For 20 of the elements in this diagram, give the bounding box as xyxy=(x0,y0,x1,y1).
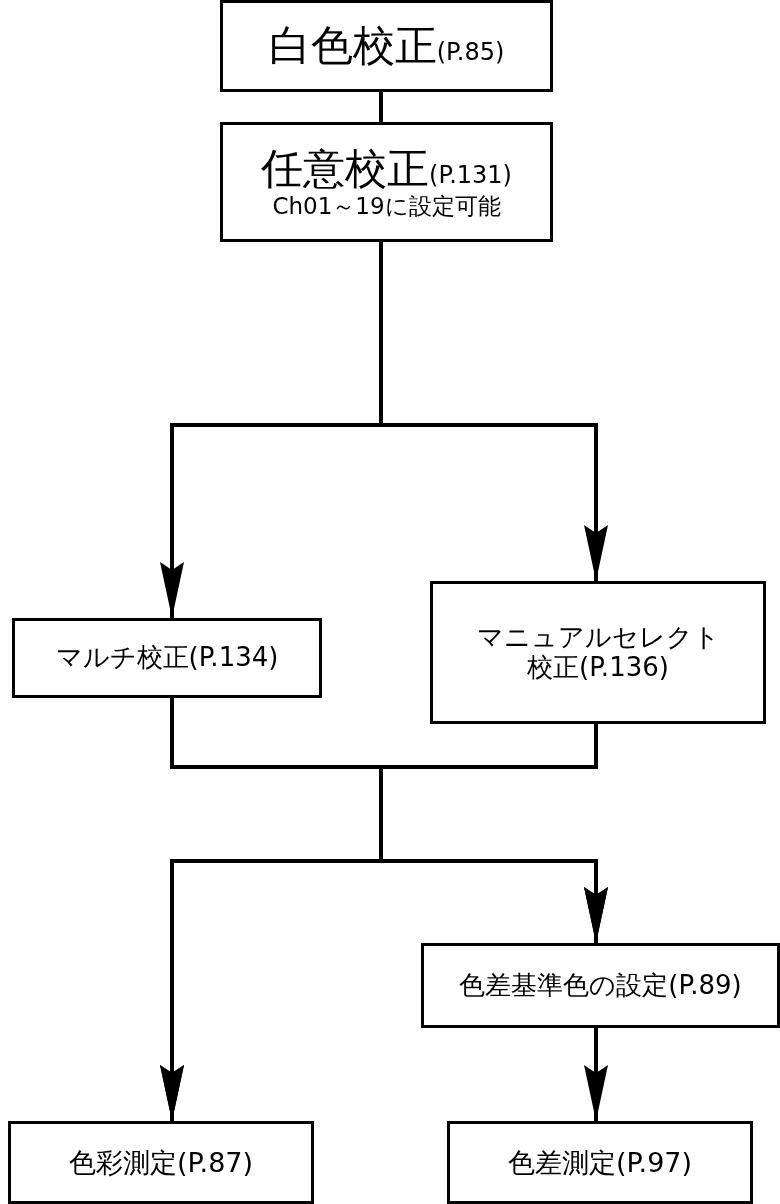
label-text: マルチ校正(P.134) xyxy=(55,642,279,673)
process-box xyxy=(12,618,322,698)
label-text: 色差測定(P.97) xyxy=(507,1146,693,1178)
label-text: 色差基準色の設定(P.89) xyxy=(459,969,742,1000)
label-text: (P.85) xyxy=(436,37,505,66)
label-text: マニュアルセレクト校正(P.136) xyxy=(475,622,721,683)
connector-line xyxy=(379,92,383,122)
process-box xyxy=(220,122,553,242)
label-text: 任意校正 xyxy=(261,143,430,193)
arrow xyxy=(584,1028,608,1121)
label-text: Ch01～19に設定可能 xyxy=(272,192,501,219)
label-text: 白色校正 xyxy=(268,20,437,70)
process-box xyxy=(8,1121,314,1204)
arrow xyxy=(379,242,608,581)
process-box xyxy=(430,581,766,724)
process-box xyxy=(447,1121,753,1204)
label-text: 色彩測定(P.87) xyxy=(68,1146,254,1178)
process-box xyxy=(220,0,553,92)
label-text: (P.131) xyxy=(429,160,512,189)
process-box xyxy=(421,943,780,1028)
